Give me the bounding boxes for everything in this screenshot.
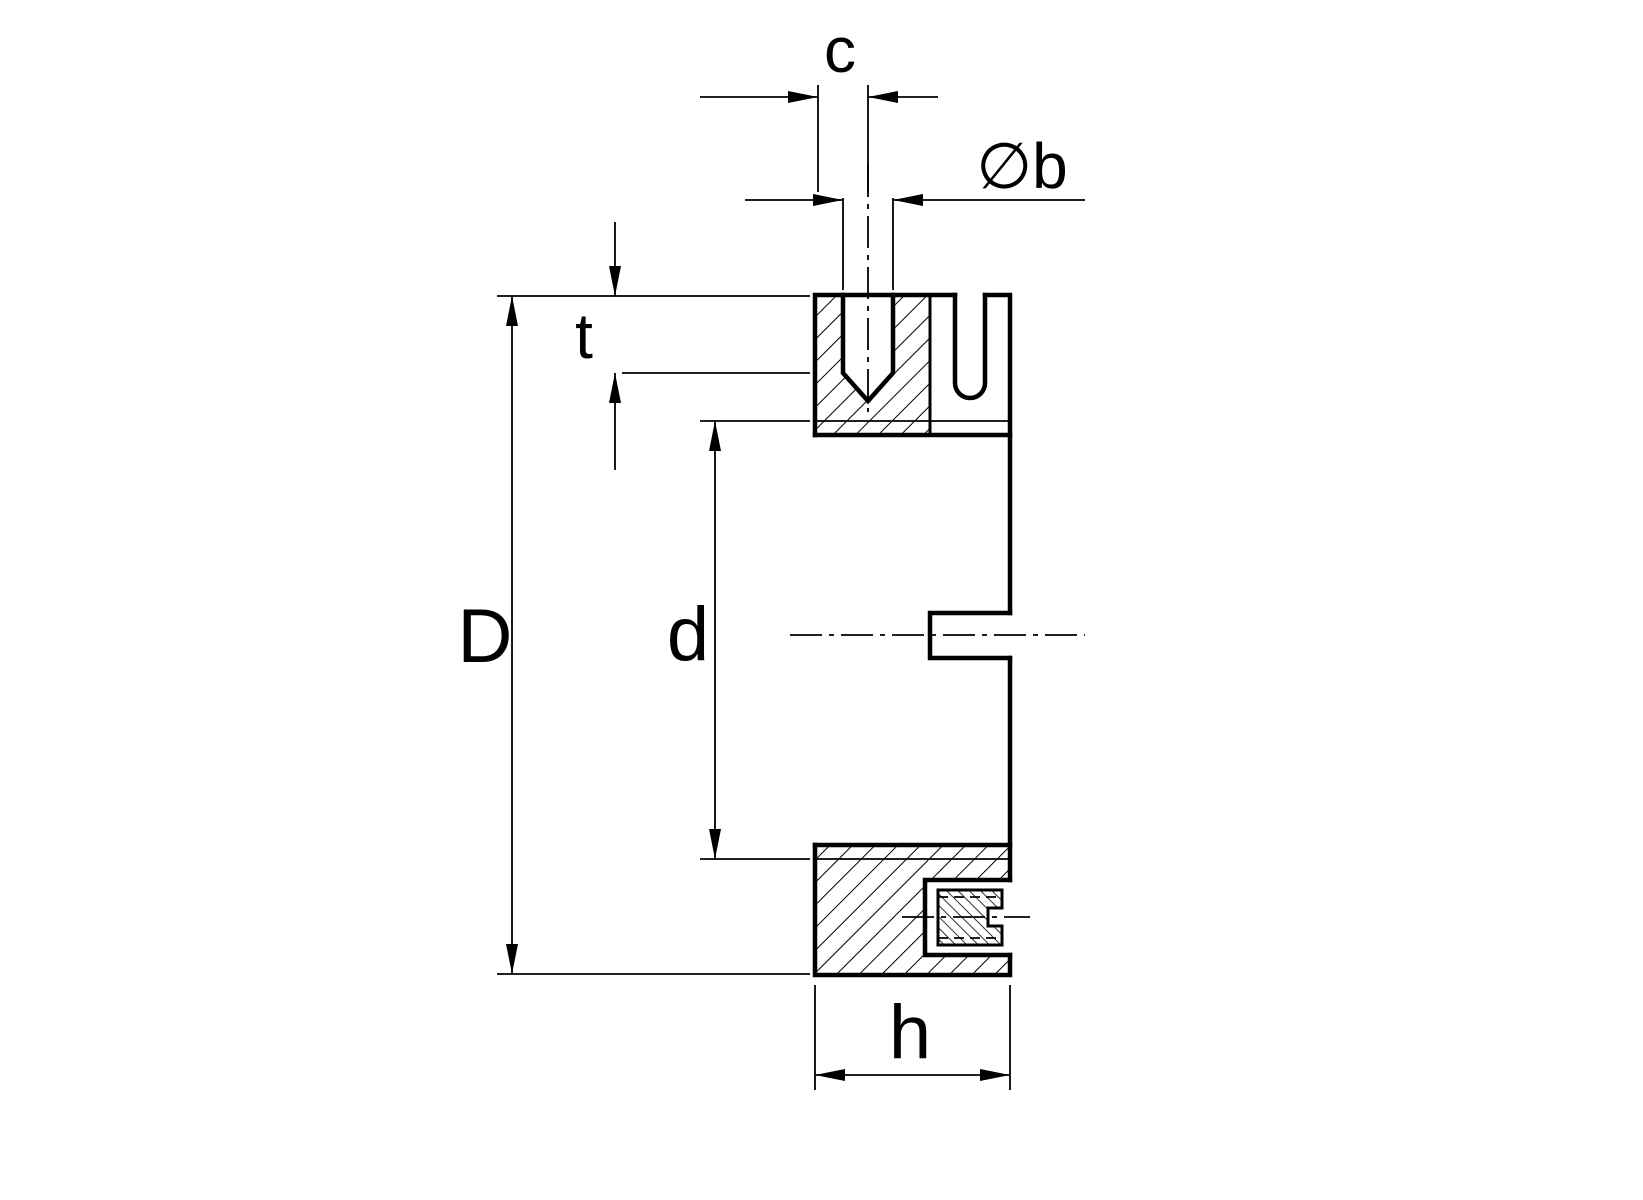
- d-arrow-bottom: [709, 829, 721, 859]
- t-arrow-down: [609, 266, 621, 296]
- h-arrow-left: [815, 1069, 845, 1081]
- h-arrow-right: [980, 1069, 1010, 1081]
- center-lines: [790, 165, 1085, 918]
- dim-label-t: t: [575, 300, 593, 372]
- c-arrow-left: [788, 91, 818, 103]
- upper-wall-outline: [812, 292, 958, 438]
- dimension-c: c: [700, 14, 938, 192]
- b-arrow-left: [813, 194, 843, 206]
- dimension-t: t: [497, 222, 810, 470]
- dimension-h: h: [814, 985, 1011, 1090]
- dim-label-b: ∅b: [976, 130, 1067, 202]
- lower-wall-outline: [812, 842, 1013, 978]
- D-arrow-top: [506, 296, 518, 326]
- dimension-D: D: [458, 296, 810, 975]
- dimension-b: ∅b: [745, 130, 1085, 290]
- dim-label-c: c: [824, 14, 856, 86]
- dim-label-d: d: [667, 592, 709, 677]
- lower-wall-hatch: [815, 845, 1010, 975]
- upper-wall-hatch: [815, 295, 930, 435]
- c-arrow-right: [868, 91, 898, 103]
- mid-slot-notch: [927, 610, 1013, 661]
- t-arrow-up: [609, 373, 621, 403]
- dimension-d: d: [667, 420, 810, 860]
- b-arrow-right: [893, 194, 923, 206]
- dim-label-D: D: [458, 594, 513, 679]
- D-arrow-bottom: [506, 944, 518, 974]
- dim-label-h: h: [889, 990, 931, 1075]
- thin-object-lines: [815, 293, 1010, 939]
- set-screw-outline: [936, 888, 1004, 947]
- top-right-outline: [982, 292, 1013, 616]
- top-slot: [952, 292, 988, 401]
- d-arrow-top: [709, 421, 721, 451]
